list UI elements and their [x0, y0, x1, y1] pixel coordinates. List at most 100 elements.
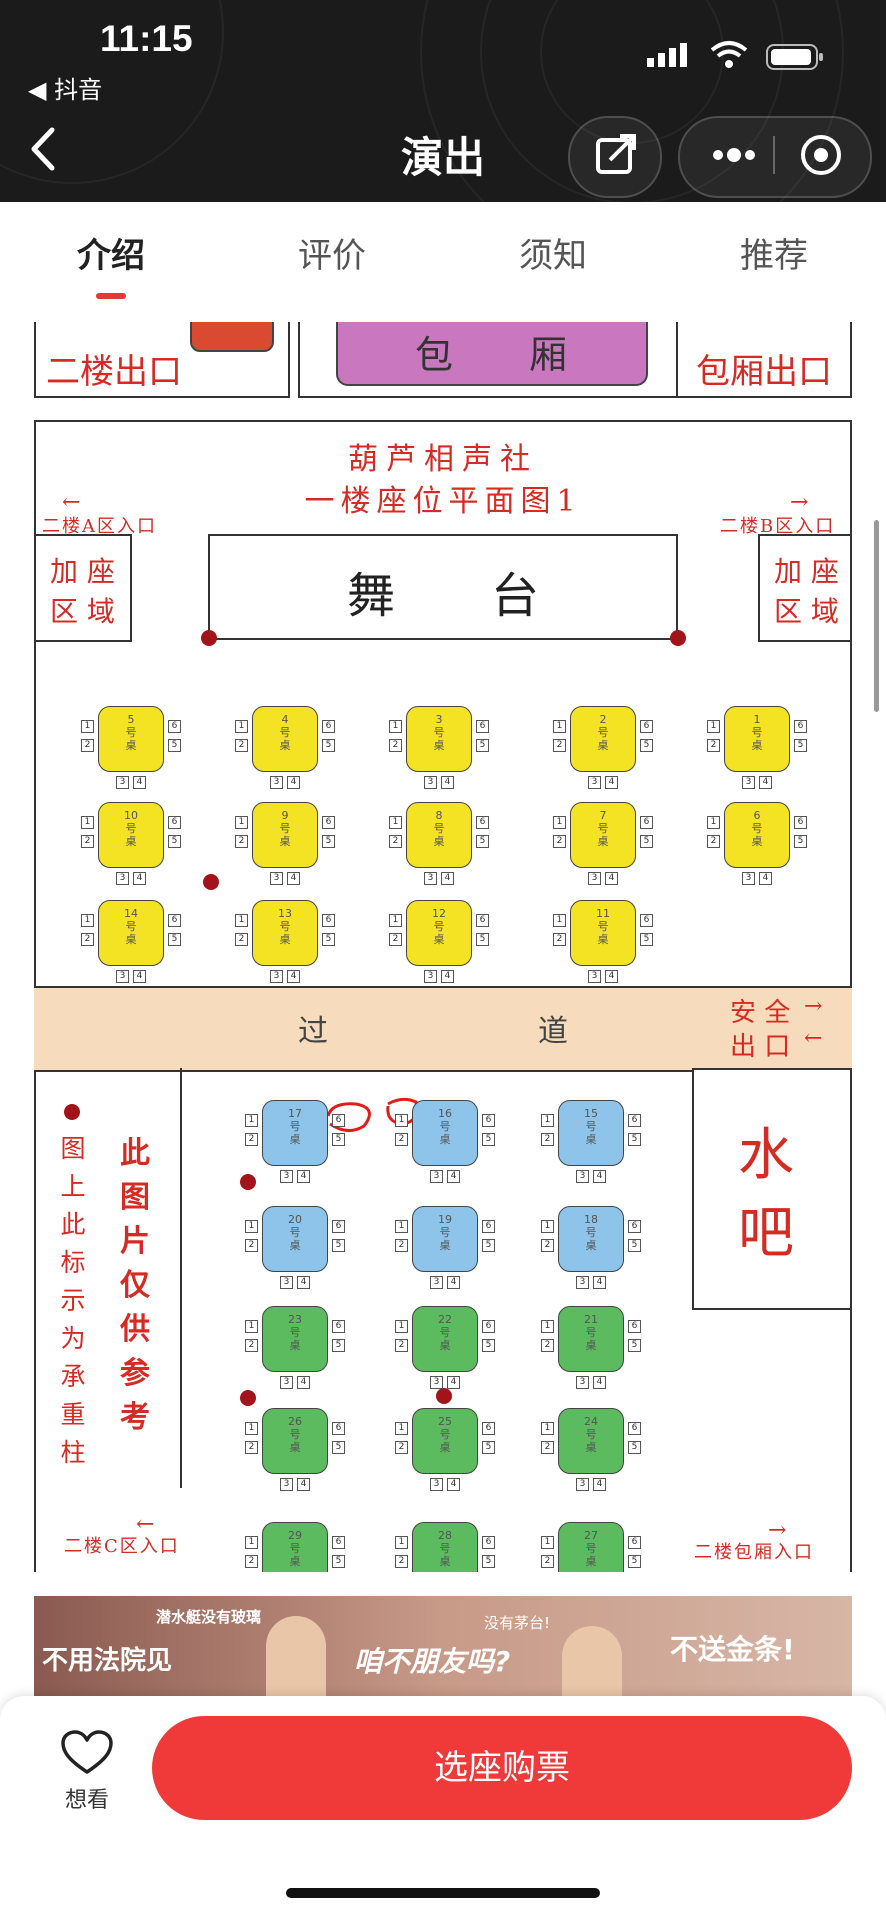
seat-number: 3 — [430, 1170, 443, 1183]
seat-number: 3 — [576, 1478, 589, 1491]
safety-exit-line2: 出 口 — [730, 1032, 791, 1062]
seat-number: 6 — [322, 816, 335, 829]
tab-reviews[interactable]: 评价 — [298, 236, 366, 276]
seat-number: 1 — [389, 816, 402, 829]
seat-number: 2 — [395, 1339, 408, 1352]
seat-number: 3 — [116, 776, 129, 789]
seat-number: 1 — [235, 720, 248, 733]
arrow-left-c: ← — [136, 1512, 155, 1537]
seat-number: 4 — [133, 970, 146, 983]
extra-left-line2: 区 域 — [50, 595, 115, 628]
seat-number: 1 — [395, 1536, 408, 1549]
seat-number: 6 — [332, 1422, 345, 1435]
seat-number: 3 — [742, 776, 755, 789]
seat-number: 1 — [389, 914, 402, 927]
active-tab-indicator — [96, 293, 126, 299]
tab-notice[interactable]: 须知 — [519, 236, 587, 276]
seat-number: 5 — [628, 1239, 641, 1252]
seat-number: 2 — [541, 1133, 554, 1146]
back-to-app-link[interactable]: ◀ 抖音 — [28, 76, 103, 104]
seat-number: 2 — [541, 1239, 554, 1252]
seat-number: 2 — [245, 1555, 258, 1568]
seat-number: 5 — [168, 739, 181, 752]
scrollbar-thumb[interactable] — [874, 520, 879, 712]
back-button[interactable] — [24, 124, 64, 174]
seat-number: 3 — [588, 776, 601, 789]
share-button[interactable] — [568, 116, 662, 198]
seat-number: 4 — [297, 1376, 310, 1389]
seat-number: 4 — [605, 872, 618, 885]
safety-exit-line1: 安 全 — [730, 998, 791, 1028]
arrow-left-a: ← — [62, 490, 81, 515]
seat-number: 1 — [553, 914, 566, 927]
seat-number: 5 — [332, 1555, 345, 1568]
promo-banner[interactable]: 潜水艇没有玻璃 不用法院见 没有茅台! 咱不朋友吗? 不送金条! — [34, 1596, 852, 1696]
seat-number: 6 — [640, 914, 653, 927]
battery-icon — [766, 44, 826, 76]
select-seat-buy-button[interactable]: 选座购票 — [152, 1716, 852, 1820]
more-button[interactable] — [688, 116, 778, 194]
wish-button[interactable]: 想看 — [54, 1730, 120, 1813]
seat-number: 3 — [424, 970, 437, 983]
seat-number: 5 — [794, 739, 807, 752]
seat-number: 5 — [322, 835, 335, 848]
seat-number: 4 — [441, 776, 454, 789]
seat-number: 2 — [245, 1133, 258, 1146]
exit-left-label: 二楼出口 — [46, 352, 182, 392]
seat-number: 2 — [81, 933, 94, 946]
seat-number: 2 — [235, 739, 248, 752]
seat-number: 2 — [245, 1339, 258, 1352]
share-icon — [596, 134, 636, 174]
seat-number: 1 — [553, 816, 566, 829]
seat-number: 6 — [628, 1114, 641, 1127]
seat-number: 3 — [588, 872, 601, 885]
seat-number: 6 — [482, 1422, 495, 1435]
seat-number: 2 — [245, 1239, 258, 1252]
seat-number: 4 — [593, 1170, 606, 1183]
wifi-icon — [710, 40, 748, 74]
app-header — [0, 0, 886, 202]
seat-number: 4 — [447, 1170, 460, 1183]
seat-number: 6 — [332, 1320, 345, 1333]
extra-right-line2: 区 域 — [774, 595, 839, 628]
entry-b-label: 二楼B区入口 — [720, 516, 836, 537]
seat-number: 1 — [541, 1220, 554, 1233]
page-title: 演出 — [400, 133, 485, 182]
seat-number: 6 — [332, 1536, 345, 1549]
divider-line — [180, 1068, 182, 1488]
seat-number: 1 — [541, 1114, 554, 1127]
seat-number: 4 — [605, 776, 618, 789]
seat-number: 2 — [541, 1339, 554, 1352]
aisle — [34, 986, 852, 1072]
close-mini-program-button[interactable] — [778, 116, 868, 194]
banner-big-left: 不用法院见 — [42, 1646, 173, 1676]
banner-small-left: 潜水艇没有玻璃 — [156, 1608, 262, 1626]
more-icon — [713, 148, 755, 162]
seat-number: 1 — [541, 1320, 554, 1333]
seat-number: 3 — [270, 872, 283, 885]
pillar-marker — [670, 630, 686, 646]
seat-number: 1 — [389, 720, 402, 733]
seat-number: 2 — [389, 739, 402, 752]
seat-number: 6 — [168, 720, 181, 733]
tab-intro[interactable]: 介绍 — [77, 236, 145, 276]
seat-number: 5 — [628, 1555, 641, 1568]
tab-recommend[interactable]: 推荐 — [740, 236, 808, 276]
seat-number: 4 — [447, 1376, 460, 1389]
stage: 舞 台 — [208, 534, 678, 640]
seat-number: 4 — [441, 970, 454, 983]
seat-number: 1 — [245, 1320, 258, 1333]
water-bar-line1: 水 — [738, 1123, 794, 1188]
seat-number: 1 — [707, 720, 720, 733]
arrow-right-box: → — [768, 1518, 787, 1543]
